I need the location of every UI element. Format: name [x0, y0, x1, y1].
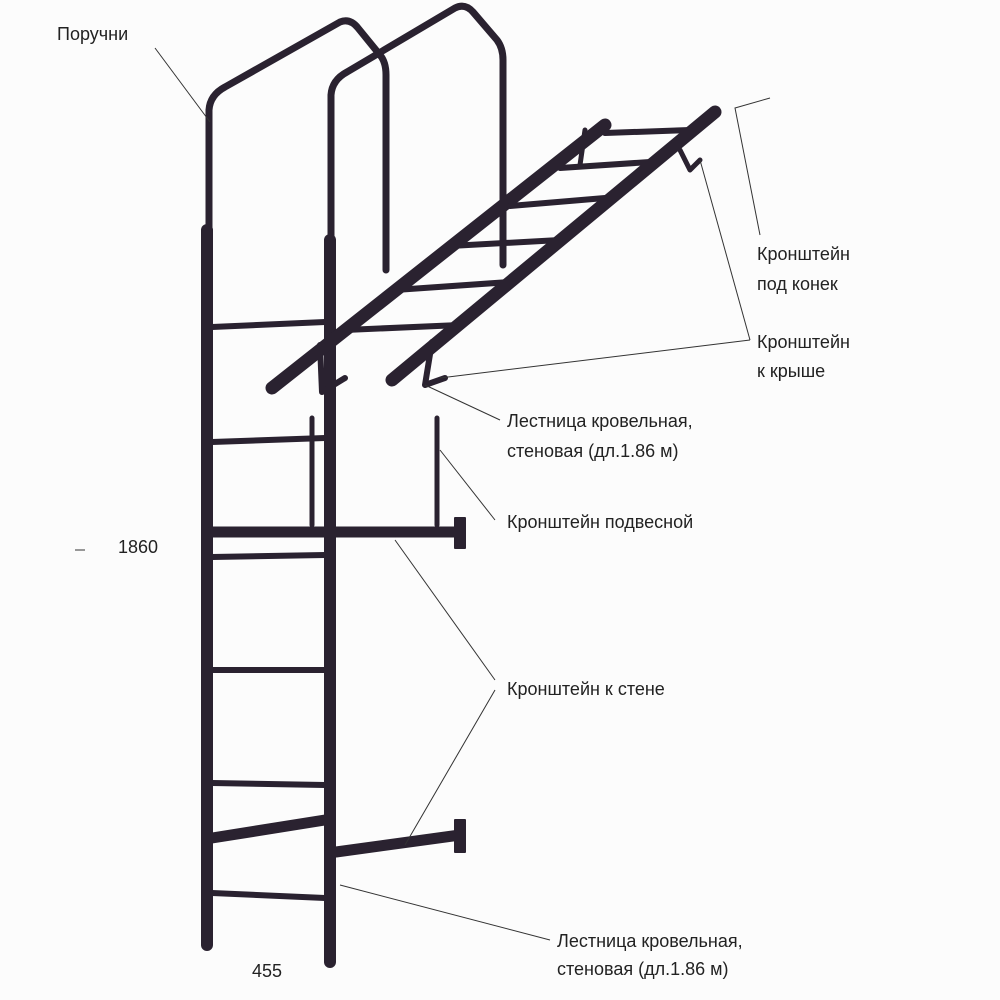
- label-wall-ladder-2: стеновая (дл.1.86 м): [557, 959, 729, 979]
- label-ridge-bracket-2: под конек: [757, 274, 838, 294]
- roof-ladder-rail-left: [265, 118, 612, 395]
- handrail-left: [205, 17, 390, 274]
- label-wall-ladder-1: Лестница кровельная,: [557, 931, 743, 951]
- dimension-height: 1860: [118, 537, 159, 557]
- roof-ladder-rail-right: [385, 105, 722, 387]
- handrail-right: [327, 2, 507, 269]
- ridge-bracket: [677, 147, 703, 173]
- label-hanging-bracket: Кронштейн подвесной: [507, 512, 694, 532]
- roof-bracket: [317, 342, 348, 395]
- label-handrails: Поручни: [57, 24, 129, 44]
- hanging-bracket: [309, 415, 440, 528]
- label-ridge-bracket-1: Кронштейн: [757, 244, 850, 264]
- label-wall-bracket: Кронштейн к стене: [507, 679, 665, 699]
- wall-ladder-rungs: [209, 319, 328, 901]
- dimension-width: 455: [252, 961, 283, 981]
- roof-ladder-rungs: [342, 127, 693, 333]
- label-roof-ladder-1: Лестница кровельная,: [507, 411, 693, 431]
- wall-bracket: [206, 814, 466, 858]
- label-roof-bracket-1: Кронштейн: [757, 332, 850, 352]
- label-roof-bracket-2: к крыше: [757, 361, 826, 381]
- label-roof-ladder-2: стеновая (дл.1.86 м): [507, 441, 679, 461]
